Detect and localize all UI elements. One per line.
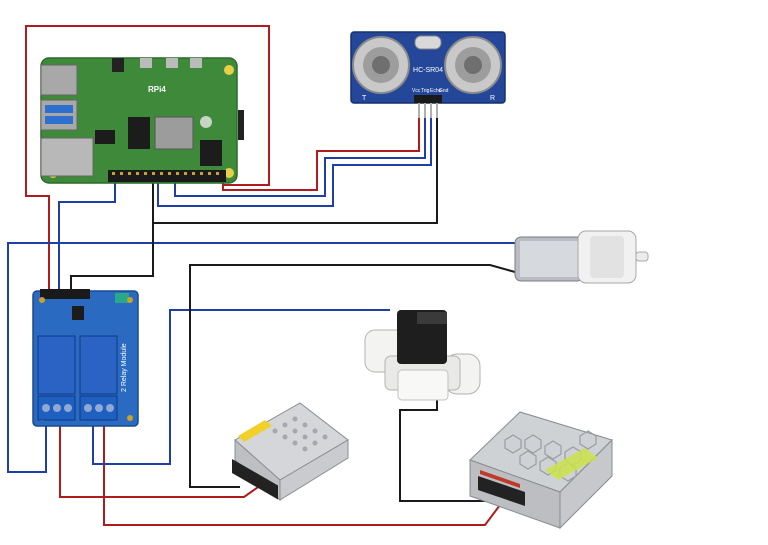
wires <box>7 25 516 526</box>
black-wire-sensor-gnd <box>152 103 438 224</box>
sensor-pin-vcc: Vcc <box>412 88 421 94</box>
sensor-model-label: HC-SR04 <box>413 67 443 74</box>
blue-wire-valve <box>92 309 390 465</box>
relay-1 <box>37 335 76 395</box>
relay-2 <box>79 335 118 395</box>
red-wire-pi-loop <box>25 25 270 295</box>
relay-input-header <box>40 289 90 299</box>
sensor-pin-echo: Echo <box>430 88 442 94</box>
black-wire-relay-gnd <box>70 223 154 295</box>
blue-wire-pi-relay <box>58 182 116 295</box>
power-supply-large <box>469 411 613 530</box>
red-wire-sensor-vcc <box>222 103 420 191</box>
relay-module-label: 2 Relay Module <box>121 343 128 392</box>
pi-brand-text: RPi4 <box>148 85 166 94</box>
raspberry-pi-board: RPi4 <box>40 57 244 184</box>
sensor-header <box>414 95 442 103</box>
solenoid-valve <box>364 310 481 401</box>
red-wire-relay-psu-large <box>103 425 501 526</box>
sensor-transmit-mark: T <box>362 95 367 102</box>
red-wire-relay-psu-small <box>59 425 262 498</box>
sensor-receive-mark: R <box>490 95 495 102</box>
black-wire-valve-psu <box>399 392 485 502</box>
sensor-pin-gnd: Gnd <box>439 88 449 94</box>
blue-wire-sensor-trig <box>174 103 426 197</box>
black-wire-pump-psu <box>189 264 516 488</box>
blue-wire-pump <box>7 242 515 473</box>
gpio-header <box>108 170 226 182</box>
psu-large-terminals <box>478 476 525 506</box>
power-supply-small <box>232 402 349 502</box>
psu-small-terminals <box>232 458 278 500</box>
ultrasonic-sensor: HC-SR04 T R Vcc Trig Echo Gnd <box>350 31 506 118</box>
sensor-pin-trig: Trig <box>421 88 430 94</box>
relay-module: 2 Relay Module <box>32 289 139 427</box>
blue-wire-sensor-echo <box>157 103 432 207</box>
raspberry-logo-icon <box>200 116 212 128</box>
water-pump <box>514 230 649 284</box>
